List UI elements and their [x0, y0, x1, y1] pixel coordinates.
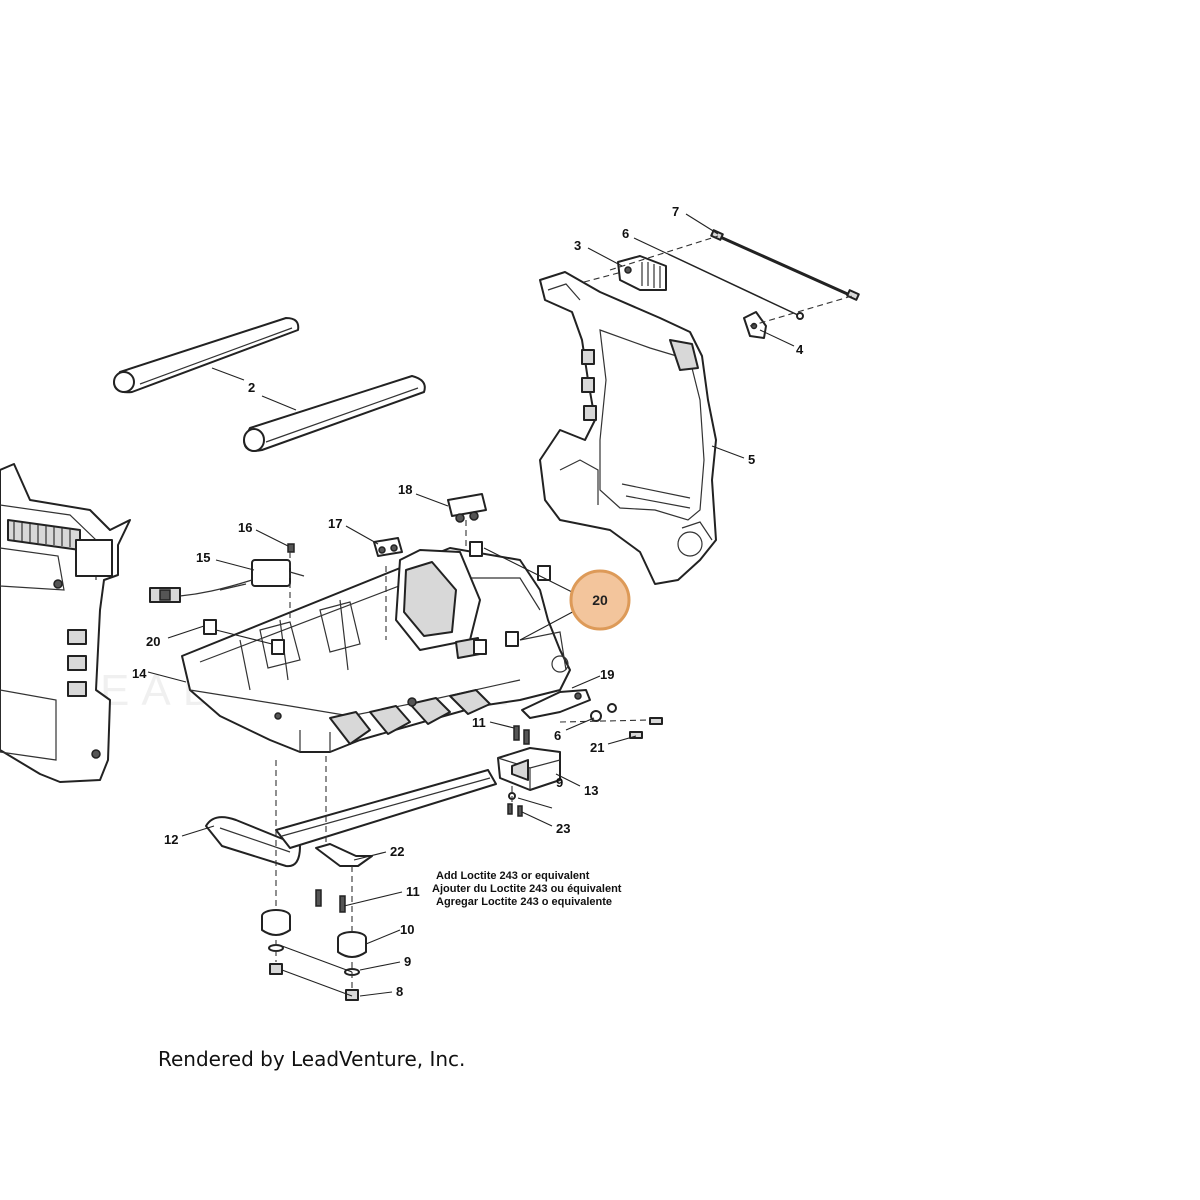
callout-8: 8: [396, 984, 403, 999]
front-panel: [0, 463, 131, 783]
washer-part-6-lower: [590, 703, 617, 722]
base-tray-part-14: [181, 547, 571, 753]
callout-11-upper: 11: [472, 715, 486, 730]
callout-14: 14: [132, 666, 147, 681]
harness-part-15: [149, 559, 305, 603]
bracket-part-13: [497, 747, 561, 791]
callout-12: 12: [164, 832, 178, 847]
callout-15: 15: [196, 550, 210, 565]
loctite-note-es: Agregar Loctite 243 o equivalente: [436, 896, 612, 908]
tube-part-2: [113, 317, 426, 452]
handle-part-12: [205, 769, 497, 868]
rear-frame-part-5: [539, 271, 717, 585]
callout-18: 18: [398, 482, 412, 497]
screws-part-11-lower: [315, 889, 346, 913]
callout-6-upper: 6: [622, 226, 629, 241]
callout-3: 3: [574, 238, 581, 253]
callout-19: 19: [600, 667, 614, 682]
callout-9-lower: 9: [404, 954, 411, 969]
callout-2: 2: [248, 380, 255, 395]
callout-22: 22: [390, 844, 404, 859]
parts-9-23-upper: [507, 792, 523, 817]
callout-7: 7: [672, 204, 679, 219]
callout-10: 10: [400, 922, 414, 937]
callout-20-left: 20: [146, 634, 160, 649]
callout-11-lower: 11: [406, 884, 420, 899]
clip-part-18: [447, 493, 487, 523]
callout-9-upper: 9: [556, 775, 563, 790]
callout-23: 23: [556, 821, 570, 836]
highlighted-callout-label: 20: [592, 592, 608, 608]
bracket-part-19: [521, 689, 591, 719]
pin-part-6-upper: [667, 253, 804, 320]
clips-part-20: [203, 541, 551, 655]
screw-part-16: [287, 543, 295, 553]
callout-16: 16: [238, 520, 252, 535]
feet-part-10: [261, 909, 367, 958]
screw-part-21: [629, 717, 663, 739]
callout-5: 5: [748, 452, 755, 467]
render-credit: Rendered by LeadVenture, Inc.: [158, 1047, 465, 1071]
callout-17: 17: [328, 516, 342, 531]
callout-6-lower: 6: [554, 728, 561, 743]
bracket-part-3: [617, 255, 667, 291]
clip-part-17: [373, 537, 403, 557]
loctite-note-fr: Ajouter du Loctite 243 ou équivalent: [432, 883, 622, 895]
callout-4: 4: [796, 342, 804, 357]
nuts-part-8: [269, 963, 359, 1001]
callout-13: 13: [584, 783, 598, 798]
highlighted-callout-20[interactable]: 20: [569, 569, 631, 631]
rod-part-7: [710, 229, 860, 301]
screws-part-11-upper: [513, 725, 530, 745]
loctite-note-en: Add Loctite 243 or equivalent: [436, 870, 590, 882]
callout-21: 21: [590, 740, 604, 755]
